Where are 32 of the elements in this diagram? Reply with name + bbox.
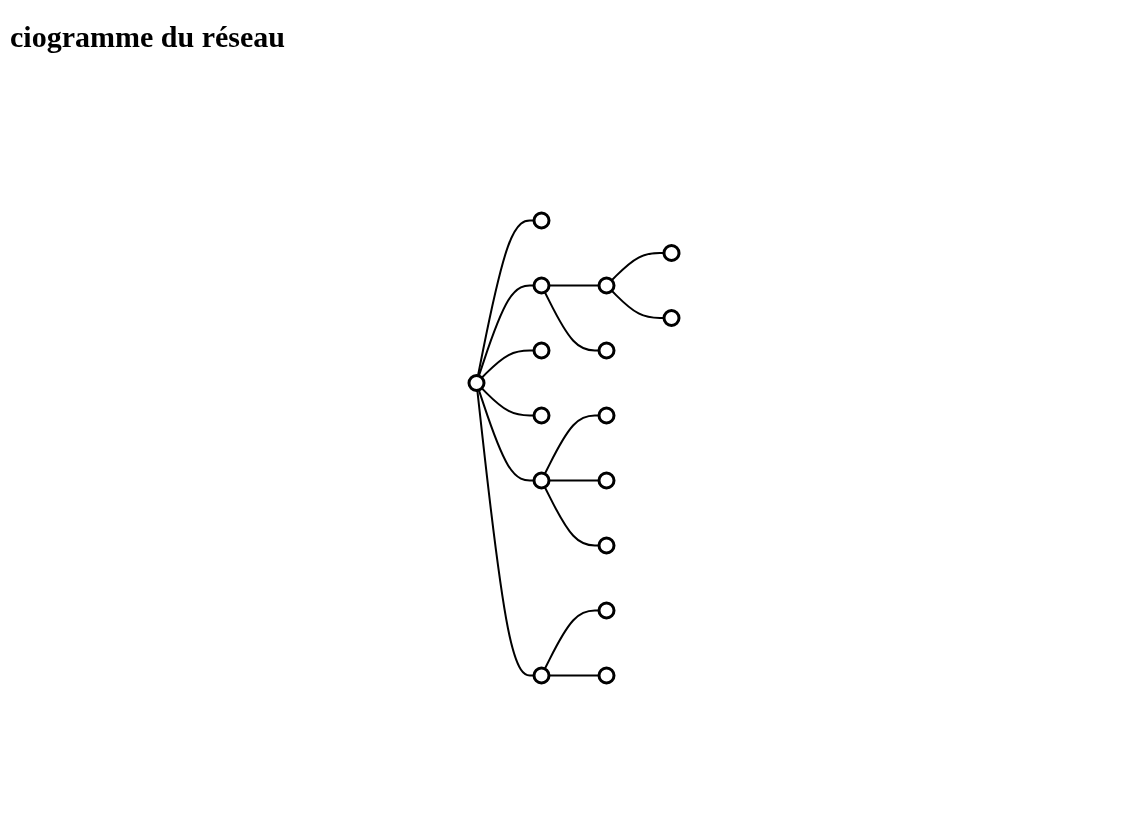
connector: [477, 284, 535, 377]
connector: [543, 609, 600, 670]
node-circle: [597, 601, 615, 619]
connector: [610, 289, 665, 319]
node-circle: [532, 211, 550, 229]
node-circle: [662, 243, 680, 262]
connector: [480, 386, 535, 416]
connector: [610, 251, 665, 281]
node-circle: [597, 471, 615, 489]
connector: [477, 388, 535, 481]
node-circle: [597, 666, 615, 684]
node-circle: [467, 373, 485, 392]
node-circle: [597, 276, 615, 294]
node-circle: [662, 308, 680, 327]
node-circle: [532, 471, 550, 489]
node-circle: [532, 341, 550, 359]
node-circle: [597, 341, 615, 359]
connector: [476, 219, 535, 377]
node-circle: [532, 666, 550, 684]
connector: [480, 349, 535, 379]
node-circle: [597, 536, 615, 554]
connector: [543, 290, 600, 351]
connector: [547, 674, 600, 676]
diagram-title: ciogramme du réseau: [10, 20, 285, 54]
connector: [547, 479, 600, 481]
connector: [543, 414, 600, 475]
node-circle: [532, 406, 550, 424]
connector: [547, 284, 600, 286]
node-circle: [532, 276, 550, 294]
connector: [543, 485, 600, 546]
node-circle: [597, 406, 615, 424]
connector: [475, 388, 535, 676]
